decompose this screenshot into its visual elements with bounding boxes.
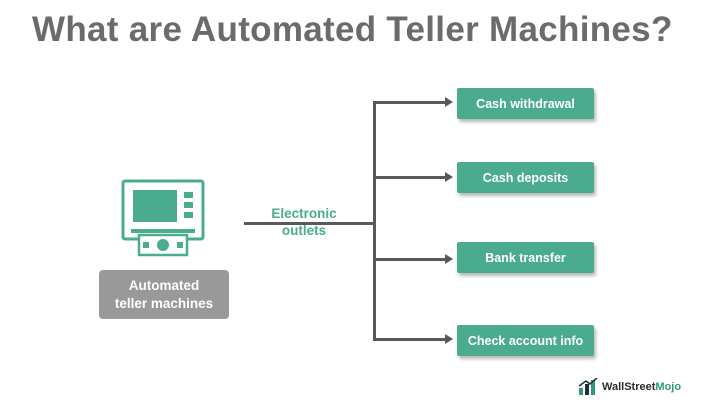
branch-arrow-4: [445, 334, 453, 344]
atm-icon: [121, 179, 205, 257]
brand-logo: WallStreetMojo: [578, 378, 681, 396]
connector-label-line1: Electronic: [271, 206, 337, 221]
branch-arrow-1: [445, 97, 453, 107]
branch-check-account-info: Check account info: [457, 325, 594, 356]
main-connector: [244, 222, 376, 225]
branch-trunk: [373, 101, 376, 341]
branch-connector-3: [373, 258, 446, 261]
brand-name: WallStreetMojo: [602, 381, 681, 393]
brand-name-part2: Mojo: [655, 381, 682, 393]
branch-connector-1: [373, 101, 446, 104]
connector-label-line2: outlets: [281, 223, 327, 238]
branch-arrow-2: [445, 172, 453, 182]
wallstreetmojo-logo-icon: [578, 378, 598, 395]
branch-arrow-3: [445, 254, 453, 264]
connector-label: Electronic outlets: [254, 205, 354, 239]
source-node-line1: Automated: [128, 277, 200, 293]
branch-cash-deposits: Cash deposits: [457, 162, 594, 193]
source-node: Automated teller machines: [99, 270, 229, 319]
source-node-line2: teller machines: [114, 295, 214, 311]
page-title: What are Automated Teller Machines?: [32, 10, 673, 49]
brand-name-part1: WallStreet: [602, 381, 656, 393]
branch-connector-4: [373, 338, 446, 341]
branch-connector-2: [373, 176, 446, 179]
branch-cash-withdrawal: Cash withdrawal: [457, 88, 594, 119]
branch-bank-transfer: Bank transfer: [457, 242, 594, 273]
